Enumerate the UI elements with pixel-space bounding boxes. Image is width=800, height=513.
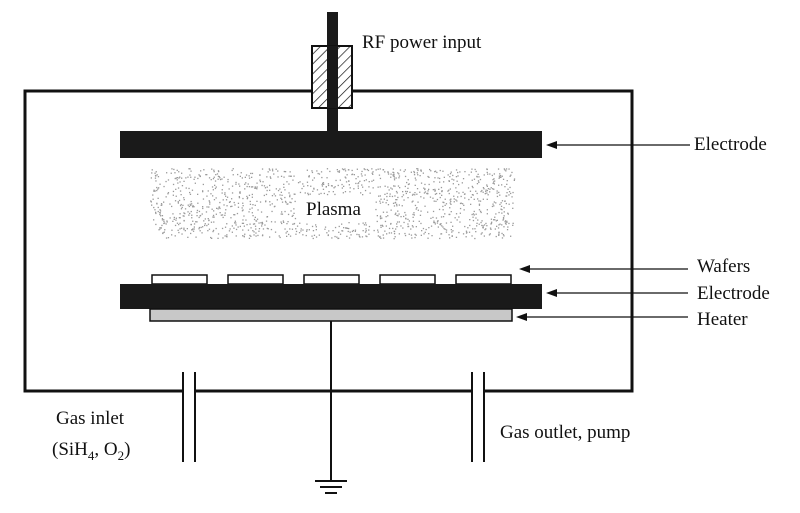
- plasma-label: Plasma: [306, 199, 361, 220]
- wafers-label: Wafers: [697, 256, 750, 277]
- wafers-pointer: [519, 265, 688, 273]
- gas-inlet-middle: , O: [94, 439, 117, 460]
- gas-inlet-subscript-1: 4: [88, 448, 95, 463]
- heater: [149, 308, 513, 322]
- gas-outlet-gap: [472, 388, 484, 394]
- wafer: [151, 274, 208, 285]
- wafer-group: [151, 274, 512, 285]
- bottom-electrode-pointer: [546, 289, 688, 297]
- plasma-region: [150, 168, 516, 240]
- gas-outlet-label: Gas outlet, pump: [500, 422, 630, 443]
- rf-insulator-hatch-right: [338, 47, 351, 107]
- wafer: [455, 274, 512, 285]
- gas-inlet-gap: [183, 388, 195, 394]
- top-electrode: [120, 131, 542, 158]
- heater-pointer: [516, 313, 688, 321]
- bottom-electrode: [120, 284, 542, 309]
- gas-inlet-subscript-2: 2: [118, 448, 125, 463]
- heater-label: Heater: [697, 309, 748, 330]
- gas-inlet-prefix: (SiH: [52, 439, 88, 460]
- top-electrode-pointer: [546, 141, 690, 149]
- gas-inlet-species-label: (SiH4, O2): [52, 439, 130, 463]
- wafer: [227, 274, 284, 285]
- wafer: [379, 274, 436, 285]
- top-electrode-label: Electrode: [694, 134, 767, 155]
- gas-inlet-suffix: ): [124, 439, 130, 460]
- rf-power-input-label: RF power input: [362, 32, 482, 53]
- rf-insulator-hatch-left: [313, 47, 327, 107]
- wafer: [303, 274, 360, 285]
- gas-inlet-label: Gas inlet: [56, 408, 125, 429]
- rf-feed-rod-core: [327, 46, 338, 108]
- bottom-electrode-label: Electrode: [697, 283, 770, 304]
